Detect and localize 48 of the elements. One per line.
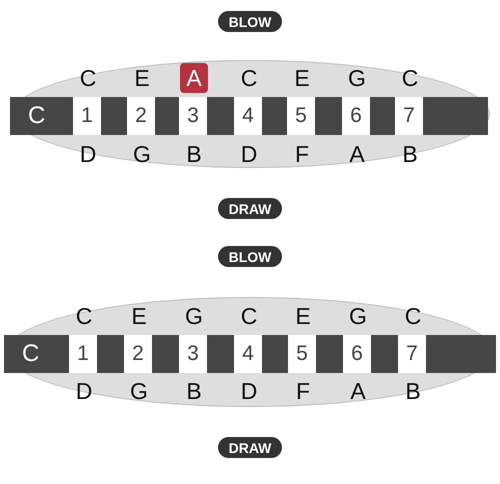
- note-label: F: [294, 378, 312, 404]
- note-label: C: [240, 303, 258, 329]
- note-label: D: [240, 141, 258, 167]
- hole-number: 6: [342, 97, 370, 135]
- hole-number: 4: [234, 97, 262, 135]
- mode-pill: BLOW: [218, 11, 282, 32]
- note-label: C: [400, 65, 420, 91]
- note-label: C: [240, 65, 258, 91]
- note-label: G: [184, 303, 204, 329]
- hole-number: 1: [69, 335, 97, 373]
- hole-number: 7: [395, 97, 423, 135]
- hole-number: 5: [287, 97, 315, 135]
- mode-pill: DRAW: [218, 198, 282, 219]
- note-label: G: [129, 378, 149, 404]
- note-label: E: [294, 303, 312, 329]
- hole-number: 3: [179, 335, 207, 373]
- note-label: A: [348, 141, 366, 167]
- hole-number: 2: [124, 335, 152, 373]
- hole-number: 3: [179, 97, 207, 135]
- note-label: C: [404, 303, 422, 329]
- hole-number: 6: [343, 335, 371, 373]
- note-label: G: [348, 303, 368, 329]
- note-label: B: [404, 378, 422, 404]
- note-label: D: [240, 378, 258, 404]
- note-label: F: [294, 141, 310, 167]
- note-label: D: [74, 378, 94, 404]
- note-label: C: [78, 65, 98, 91]
- note-label: D: [78, 141, 98, 167]
- hole-number: 1: [73, 97, 101, 135]
- key-label: C: [22, 339, 40, 369]
- note-label: B: [185, 141, 203, 167]
- highlighted-note: A: [180, 63, 208, 93]
- hole-number: 5: [288, 335, 316, 373]
- hole-number: 2: [127, 97, 155, 135]
- note-label: G: [132, 141, 152, 167]
- mode-pill: BLOW: [218, 246, 282, 267]
- note-label: B: [185, 378, 203, 404]
- note-label: E: [133, 65, 151, 91]
- note-label: C: [74, 303, 94, 329]
- note-label: A: [349, 378, 367, 404]
- hole-number: 4: [234, 335, 262, 373]
- note-label: B: [401, 141, 419, 167]
- hole-number: 7: [398, 335, 426, 373]
- mode-pill: DRAW: [218, 437, 282, 458]
- note-label: E: [130, 303, 148, 329]
- note-label: G: [347, 65, 367, 91]
- note-label: E: [293, 65, 311, 91]
- key-label: C: [28, 101, 46, 131]
